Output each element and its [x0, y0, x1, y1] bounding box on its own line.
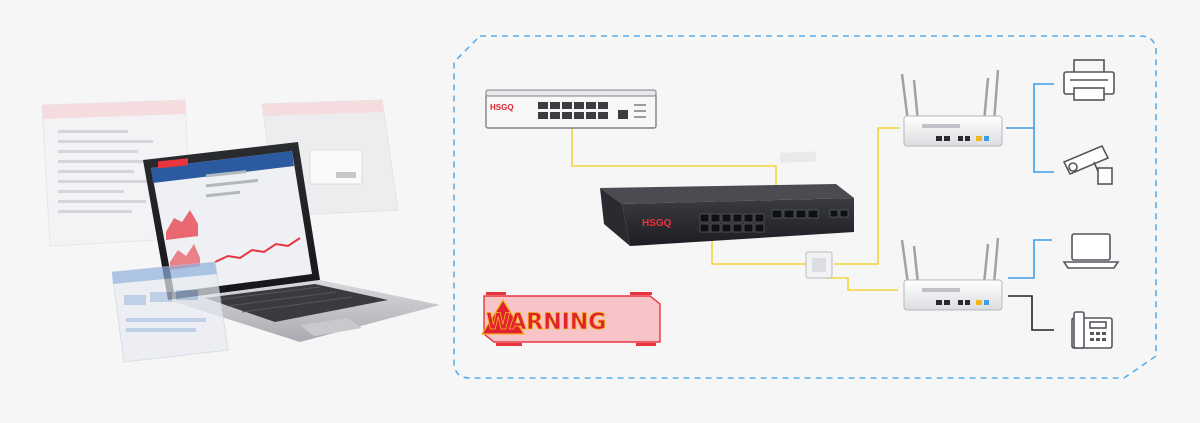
laptop-scene [41, 99, 440, 363]
onu-router-icon-2 [900, 237, 1003, 311]
warning-text: WARNING [486, 310, 606, 335]
eth-link-camera [1033, 128, 1054, 173]
olt-switch-icon: HSGQ [600, 151, 854, 246]
network-boundary [453, 35, 1157, 379]
phone-link [1008, 295, 1054, 331]
fiber-link-to-router-1 [834, 127, 900, 265]
warning-banner: WARNING [480, 292, 661, 346]
onu-router-icon-1 [900, 69, 1003, 147]
eth-link-printer [1006, 83, 1054, 129]
laptop-icon-main [143, 142, 440, 342]
cctv-camera-icon [1062, 144, 1113, 185]
switch-top-brand: HSGQ [490, 103, 514, 112]
fiber-link-to-router-2 [826, 277, 898, 291]
switch-main-brand: HSGQ [642, 218, 672, 229]
optical-splitter-icon [805, 251, 833, 279]
desk-phone-icon [1071, 311, 1113, 349]
floating-screen-front [111, 261, 229, 363]
printer-icon [1063, 59, 1115, 101]
eth-link-pc [1008, 239, 1052, 279]
warning-triangle-icon [480, 298, 526, 335]
laptop-icon [1062, 233, 1120, 269]
sfp-switch-icon: HSGQ [485, 89, 657, 129]
